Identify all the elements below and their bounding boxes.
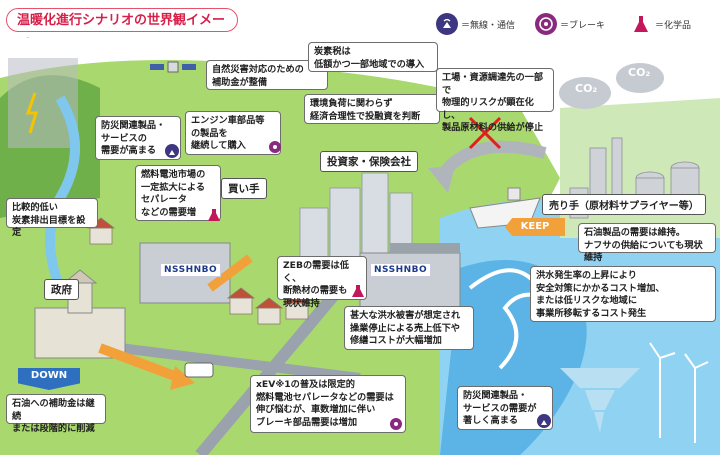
legend-chem-label: ＝化学品 [655, 20, 692, 31]
callout-oil-subsidy: 石油への補助金は継続 または段階的に削減 [6, 394, 106, 434]
callout-disaster-products-2: 防災関連製品・ サービスの需要が 著しく高まる [457, 386, 553, 430]
company-logo-2: NSSHNBO [370, 263, 432, 277]
legend-radio-label: ＝無線・通信 [461, 20, 516, 31]
keep-arrow: KEEP [505, 218, 565, 236]
government-tag: 政府 [44, 279, 79, 300]
parliament-building [34, 269, 126, 359]
co2-label-2: CO₂ [628, 66, 651, 79]
legend-radio: ＝無線・通信 [436, 12, 515, 36]
supply-stop-x-icon [468, 116, 502, 150]
callout-low-target: 比較的低い 炭素排出目標を設定 [6, 198, 98, 238]
tornado-icon [560, 368, 640, 433]
lightning-icon [25, 92, 39, 134]
radio-icon [165, 144, 179, 158]
brake-icon [269, 141, 281, 153]
factory-buildings [139, 242, 461, 309]
callout-xev: xEV※1の普及は限定的 燃料電池セパレータなどの需要は 伸び悩むが、車数増加に… [250, 375, 406, 433]
seller-tag: 売り手（原材料サプライヤー等） [542, 194, 706, 215]
callout-flood-damage: 甚大な洪水被害が想定され 操業停止による売上低下や 修繕コストが大幅増加 [344, 306, 474, 350]
wind-turbines [649, 342, 709, 443]
callout-carbon-tax: 炭素税は 低額かつ一部地域での導入 [308, 42, 438, 72]
buyer-tag: 買い手 [221, 178, 267, 199]
scenario-scene: KEEP DOWN NSSHNBO NSSHNBO CO₂ CO₂ 買い手 投資… [0, 38, 720, 455]
co2-label: CO₂ [575, 82, 598, 95]
callout-investment: 環境負荷に関わらず 経済合理性で投融資を判断 [304, 94, 440, 124]
radio-icon [537, 414, 551, 428]
car-icon [184, 362, 214, 378]
flask-icon [352, 285, 364, 297]
legend-brake: ＝ブレーキ [535, 12, 605, 36]
page-title: 温暖化進行シナリオの世界観イメージ [6, 8, 238, 52]
down-label: DOWN [30, 370, 68, 381]
brake-icon [535, 13, 557, 35]
flask-icon [630, 13, 652, 35]
keep-label: KEEP [520, 221, 550, 232]
satellite-icon [150, 61, 196, 73]
flask-icon [208, 209, 220, 221]
wave-icon [468, 268, 550, 370]
callout-engine-parts: エンジン車部品等 の製品を 継続して購入 [185, 111, 281, 155]
company-logo: NSSHNBO [160, 263, 222, 277]
callout-flood-cost: 洪水発生率の上昇により 安全対策にかかるコスト増加、 または低リスクな地域に 事… [530, 266, 716, 322]
legend-chem: ＝化学品 [630, 12, 691, 36]
houses [86, 217, 312, 325]
down-arrow: DOWN [18, 368, 80, 390]
callout-zeb: ZEBの需要は低く、 断熱材の需要も 現状維持 [277, 256, 367, 309]
radio-icon [436, 13, 458, 35]
callout-subsidy: 自然災害対応のための 補助金が整備 [206, 60, 328, 90]
callout-petroleum: 石油製品の需要は維持。 ナフサの供給についても現状維持 [578, 223, 716, 263]
investor-tag: 投資家・保険会社 [320, 151, 418, 172]
callout-supply-risk: 工場・資源調達先の一部で 物理的リスクが顕在化し、 製品原材料の供給が停止 [436, 68, 554, 133]
brake-icon [390, 418, 402, 430]
legend-brake-label: ＝ブレーキ [560, 20, 606, 31]
callout-fuel-cell: 燃料電池市場の 一定拡大による セパレータ などの需要増 [135, 165, 221, 221]
